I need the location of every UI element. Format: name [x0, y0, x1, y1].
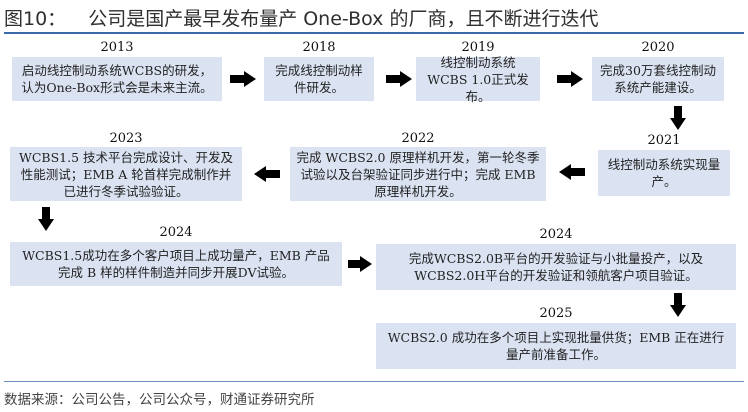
milestone-text: WCBS1.5 技术平台完成设计、开发及性能测试；EMB A 轮首样完成制作并已… [18, 149, 233, 199]
milestone-box-2018: 完成线控制动样件研发。 [264, 57, 374, 101]
year-label-2020: 2020 [641, 40, 675, 55]
year-label-2024-b: 2024 [539, 227, 573, 242]
milestone-text: 线控制动系统实现量产。 [607, 157, 721, 189]
milestone-text: 完成30万套线控制动系统产能建设。 [600, 63, 716, 95]
arrow-down-icon [670, 106, 686, 130]
arrow-left-icon [254, 166, 280, 182]
milestone-text: 完成线控制动样件研发。 [275, 63, 363, 95]
figure-title-text: 公司是国产最早发布量产 One-Box 的厂商，且不断进行迭代 [88, 8, 599, 30]
year-label-2024: 2024 [159, 225, 193, 240]
title-divider [4, 32, 744, 34]
milestone-text: 线控制动系统WCBS 1.0正式发布。 [427, 54, 529, 104]
milestone-box-2024-b: 完成WCBS2.0B平台的开发验证与小批量投产，以及WCBS2.0H平台的开发验… [376, 244, 736, 290]
milestone-text: 完成WCBS2.0B平台的开发验证与小批量投产，以及WCBS2.0H平台的开发验… [408, 251, 704, 283]
arrow-down-icon [38, 207, 54, 231]
milestone-box-2021: 线控制动系统实现量产。 [598, 150, 730, 196]
year-label-2023: 2023 [109, 131, 143, 146]
milestone-box-2020: 完成30万套线控制动系统产能建设。 [592, 57, 724, 101]
year-label-2021: 2021 [647, 133, 681, 148]
year-label-2013: 2013 [100, 40, 134, 55]
year-label-2019: 2019 [461, 40, 495, 55]
arrow-right-icon [557, 71, 583, 87]
milestone-box-2022: 完成 WCBS2.0 原理样机开发，第一轮冬季试验以及台架验证同步进行中；完成 … [290, 147, 546, 201]
year-label-2018: 2018 [302, 40, 336, 55]
arrow-left-icon [559, 164, 585, 180]
arrow-right-icon [348, 256, 372, 272]
milestone-box-2013: 启动线控制动系统WCBS的研发，认为One-Box形式会是未来主流。 [12, 57, 222, 101]
figure-title: 图10： 公司是国产最早发布量产 One-Box 的厂商，且不断进行迭代 [4, 4, 598, 31]
arrow-down-icon [670, 293, 686, 317]
milestone-text: WCBS2.0 成功在多个项目上实现批量供货；EMB 正在进行量产前准备工作。 [387, 330, 725, 362]
data-source-note: 数据来源：公司公告，公司公众号，财通证券研究所 [4, 392, 315, 408]
milestone-text: 完成 WCBS2.0 原理样机开发，第一轮冬季试验以及台架验证同步进行中；完成 … [296, 149, 540, 199]
milestone-text: 启动线控制动系统WCBS的研发，认为One-Box形式会是未来主流。 [21, 63, 213, 95]
footer-divider [4, 381, 744, 382]
milestone-box-2019: 线控制动系统WCBS 1.0正式发布。 [416, 55, 540, 104]
arrow-right-icon [230, 71, 256, 87]
milestone-box-2023: WCBS1.5 技术平台完成设计、开发及性能测试；EMB A 轮首样完成制作并已… [10, 147, 242, 201]
milestone-box-2024-a: WCBS1.5成功在多个客户项目上成功量产，EMB 产品完成 B 样的样件制造并… [10, 242, 342, 286]
figure-label: 图10： [4, 8, 67, 30]
year-label-2022: 2022 [401, 131, 435, 146]
arrow-right-icon [386, 71, 412, 87]
milestone-box-2025: WCBS2.0 成功在多个项目上实现批量供货；EMB 正在进行量产前准备工作。 [376, 323, 736, 369]
milestone-text: WCBS1.5成功在多个客户项目上成功量产，EMB 产品完成 B 样的样件制造并… [22, 248, 330, 280]
year-label-2025: 2025 [539, 306, 573, 321]
